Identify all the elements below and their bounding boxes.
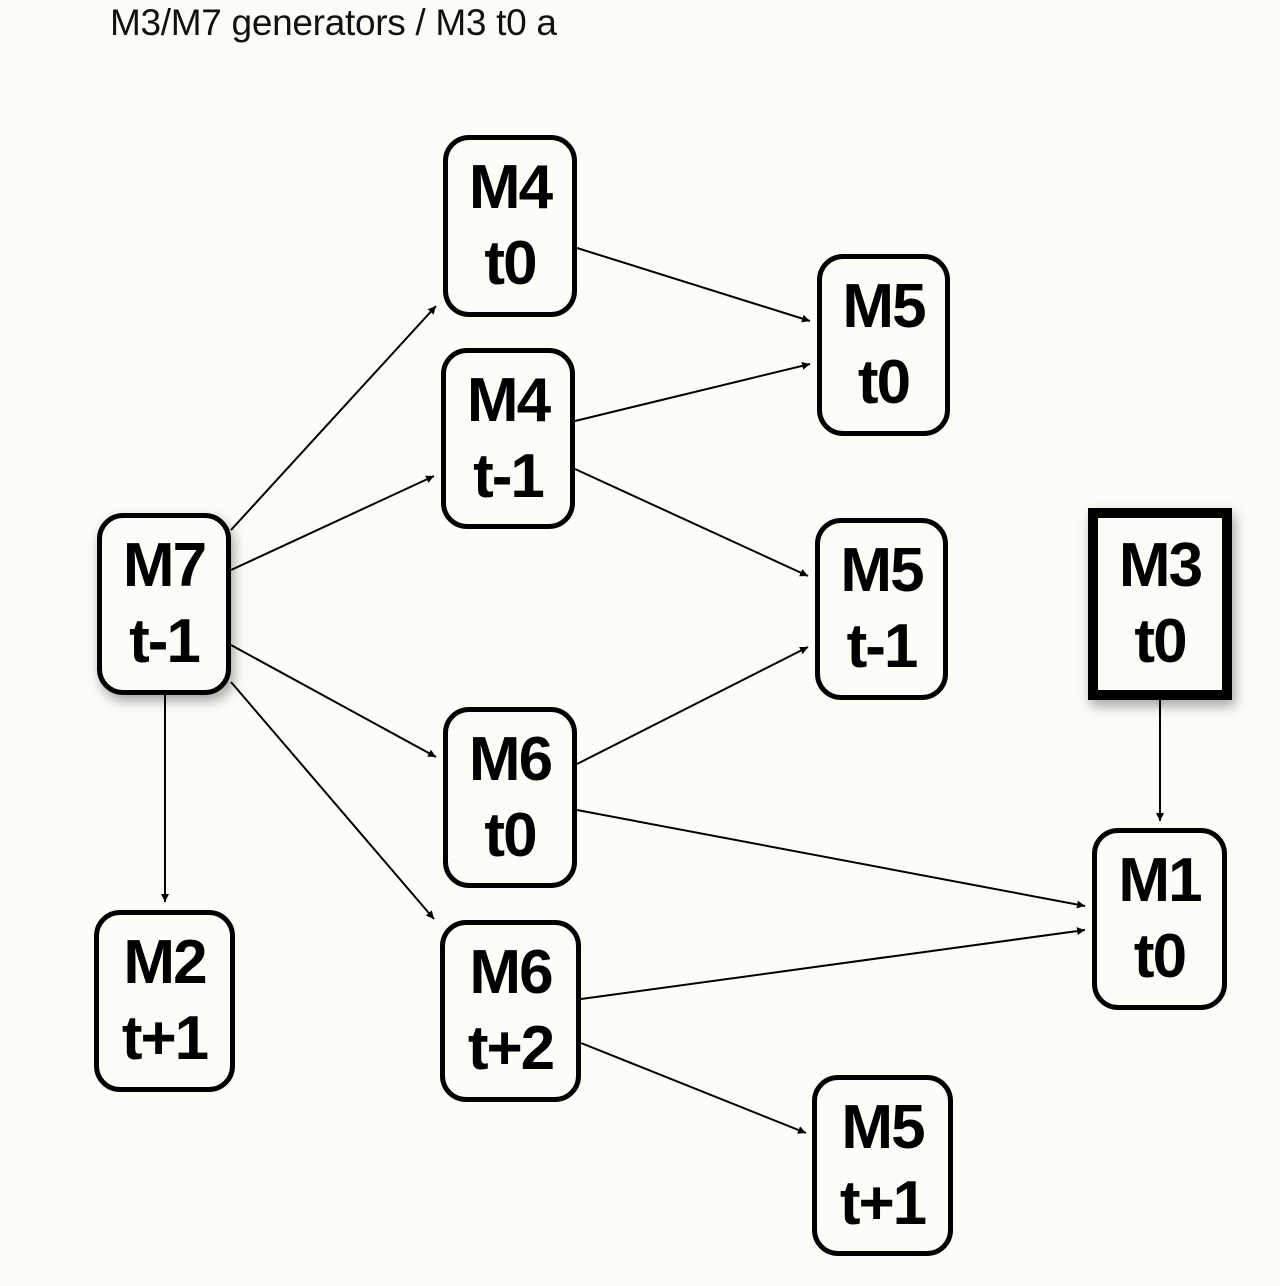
edge-m4-tm1-to-m5-t0 — [574, 361, 811, 422]
node-time-label: t0 — [857, 348, 911, 417]
edge-m4-tm1-to-m5-tm1 — [574, 468, 809, 577]
node-time-label: t-1 — [129, 607, 201, 676]
node-m5-t0[interactable]: M5 t0 — [817, 254, 950, 436]
node-module-label: M4 — [468, 153, 553, 222]
edge-m7-tm1-to-m4-tm1 — [230, 475, 435, 571]
node-m1-t0[interactable]: M1 t0 — [1092, 828, 1227, 1010]
node-module-label: M2 — [123, 928, 207, 997]
edge-m6-t0-to-m5-tm1 — [576, 646, 809, 765]
node-time-label: t+2 — [467, 1014, 555, 1083]
edge-m7-tm1-to-m6-tp2 — [230, 681, 435, 920]
node-time-label: t-1 — [846, 612, 919, 681]
edge-m6-tp2-to-m5-tp1 — [580, 1042, 807, 1134]
node-time-label: t-1 — [473, 441, 545, 511]
node-m7-t-minus-1[interactable]: M7 t-1 — [97, 513, 231, 695]
node-time-label: t0 — [1133, 922, 1187, 991]
node-module-label: M3 — [1118, 531, 1203, 600]
node-module-label: M5 — [842, 272, 926, 341]
node-module-label: M6 — [468, 724, 553, 794]
node-m6-t-plus-2[interactable]: M6 t+2 — [440, 920, 581, 1102]
node-m3-t0-selected[interactable]: M3 t0 — [1088, 508, 1232, 700]
node-module-label: M1 — [1118, 846, 1202, 915]
edge-m4-t0-to-m5-t0 — [576, 247, 811, 323]
node-module-label: M6 — [469, 938, 553, 1007]
node-time-label: t+1 — [121, 1004, 209, 1073]
node-module-label: M7 — [122, 531, 207, 600]
edge-m6-t0-to-m1-t0 — [576, 809, 1086, 909]
node-module-label: M4 — [466, 365, 551, 435]
node-m2-t-plus-1[interactable]: M2 t+1 — [94, 910, 235, 1092]
node-time-label: t0 — [484, 800, 537, 870]
node-time-label: t+1 — [839, 1168, 927, 1238]
node-m6-t0[interactable]: M6 t0 — [443, 707, 577, 888]
node-m4-t0[interactable]: M4 t0 — [443, 135, 577, 317]
node-m5-t-plus-1[interactable]: M5 t+1 — [812, 1075, 953, 1256]
edge-m6-tp2-to-m1-t0 — [580, 927, 1086, 1000]
edge-m7-tm1-to-m6-t0 — [230, 644, 437, 758]
node-module-label: M5 — [841, 1092, 925, 1162]
node-m4-t-minus-1[interactable]: M4 t-1 — [441, 348, 575, 529]
diagram-title: M3/M7 generators / M3 t0 a — [110, 2, 557, 43]
node-time-label: t0 — [484, 229, 537, 298]
node-module-label: M5 — [840, 536, 924, 605]
edge-m7-tm1-to-m4-t0 — [230, 305, 437, 531]
node-m5-t-minus-1[interactable]: M5 t-1 — [815, 518, 948, 700]
node-time-label: t0 — [1134, 607, 1187, 676]
